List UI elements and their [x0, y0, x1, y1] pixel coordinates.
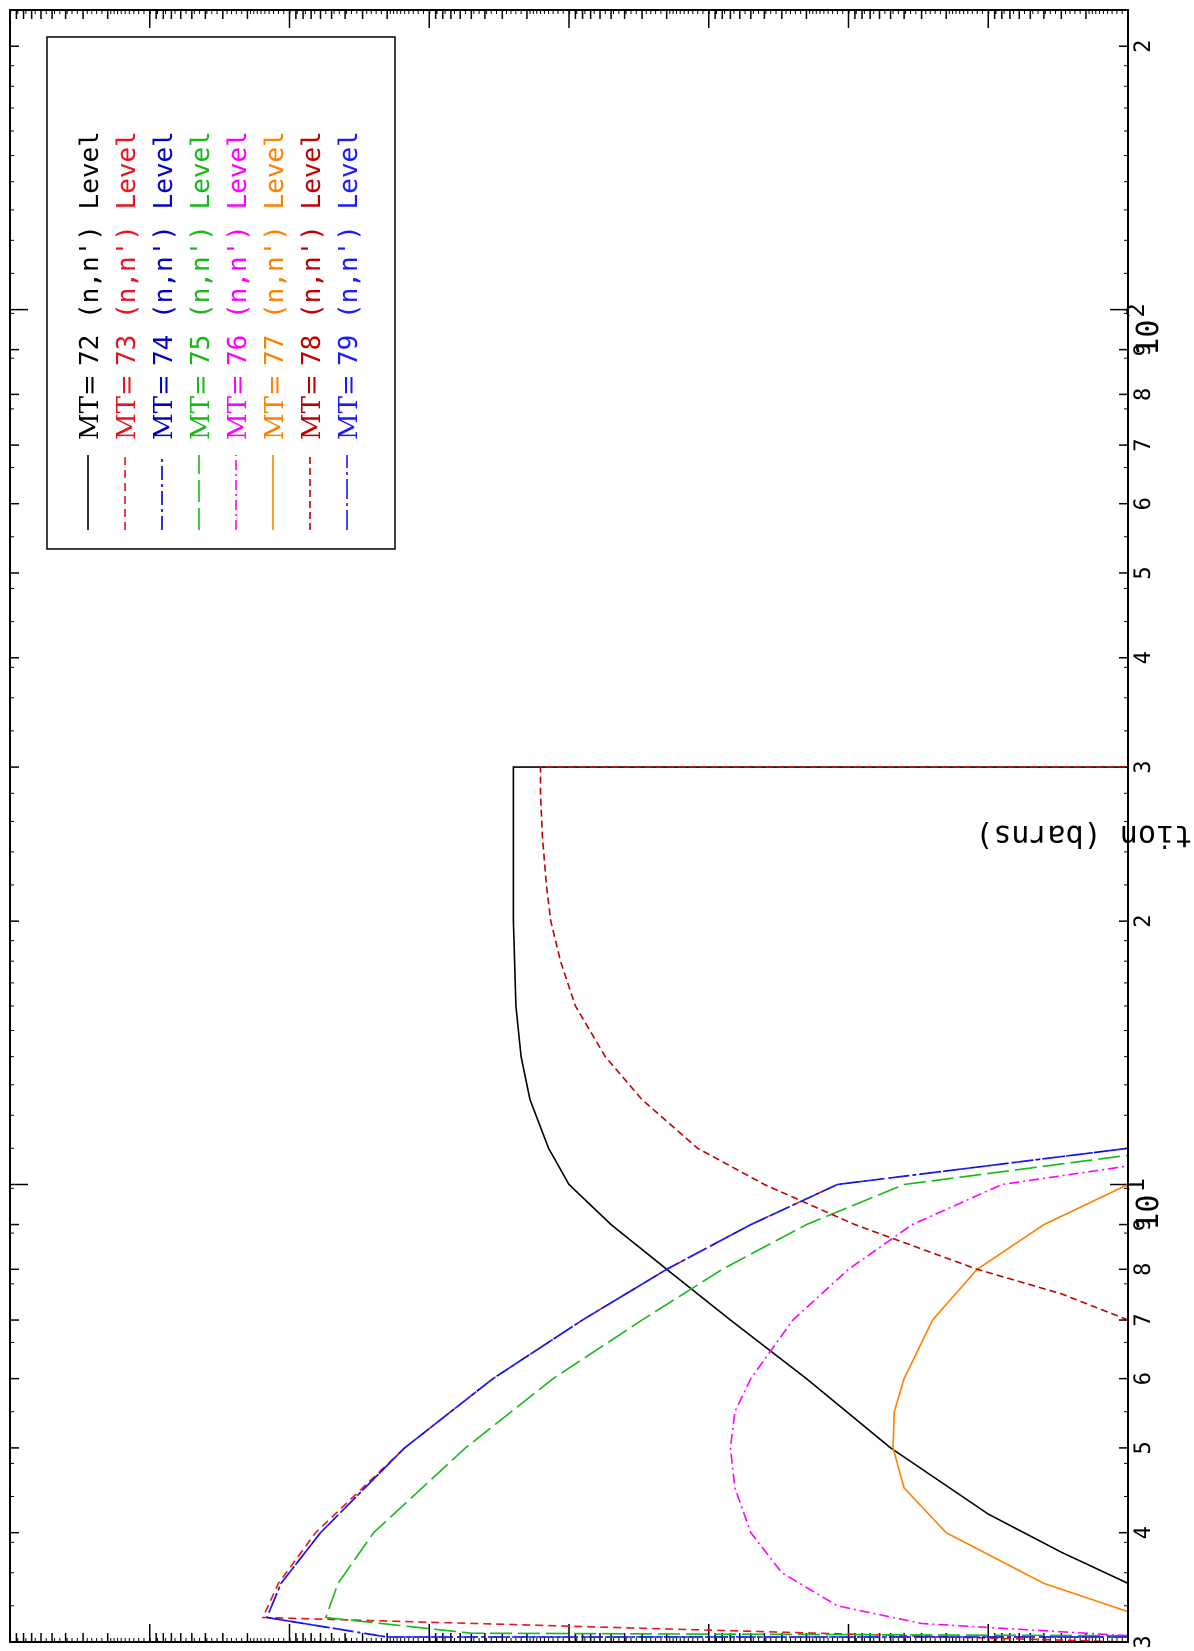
x-tick-label: 3 [1131, 760, 1156, 773]
x-tick-label: 9 [1131, 343, 1156, 356]
x-tick-label: 8 [1131, 1263, 1156, 1276]
plot-series [261, 766, 1129, 1643]
x-tick-label: 7 [1131, 438, 1156, 451]
legend-label: MT= 79 (n,n') Level [334, 131, 364, 440]
legend-label: MT= 74 (n,n') Level [149, 131, 179, 440]
legend-mt: MT= [112, 366, 142, 440]
legend-text: (n,n') Level [297, 131, 327, 319]
legend-num: 77 [260, 319, 290, 366]
legend-mt: MT= [297, 366, 327, 440]
legend-text: (n,n') Level [260, 131, 290, 319]
legend-num: 73 [112, 319, 142, 366]
legend-entry-mt-75: MT= 75 (n,n') Level [186, 131, 216, 440]
x-tick-label: 6 [1131, 497, 1156, 510]
legend-mt: MT= [260, 366, 290, 440]
legend-entry-mt-76: MT= 76 (n,n') Level [223, 131, 253, 440]
legend-box [46, 36, 396, 550]
x-tick-label: 5 [1131, 1441, 1156, 1454]
x-tick-label: 8 [1131, 388, 1156, 401]
x-tick-label: 3 [1131, 1635, 1156, 1648]
series-mt-79-line [265, 1147, 1129, 1638]
x-tick-label: 4 [1131, 1526, 1156, 1539]
legend-num: 74 [149, 319, 179, 366]
legend-text: (n,n') Level [112, 131, 142, 319]
series-mt-78-line [539, 766, 1129, 1321]
y-axis-label: Cross Section (barns) [975, 818, 1194, 853]
legend-text: (n,n') Level [334, 131, 364, 319]
plot-frame [9, 9, 1129, 1643]
x-tick-label: 5 [1131, 566, 1156, 579]
legend-num: 72 [75, 319, 105, 366]
legend-mt: MT= [149, 366, 179, 440]
legend-num: 79 [334, 319, 364, 366]
x-tick-label: 9 [1131, 1218, 1156, 1231]
series-mt-76-line [729, 1165, 1129, 1637]
x-tick-label: 6 [1131, 1372, 1156, 1385]
legend-label: MT= 73 (n,n') Level [112, 131, 142, 440]
x-major-base: 10 [1131, 320, 1166, 356]
x-tick-label: 2 [1131, 915, 1156, 928]
legend-label: MT= 78 (n,n') Level [297, 131, 327, 440]
x-tick-label: 2 [1131, 40, 1156, 53]
legend-text: (n,n') Level [149, 131, 179, 319]
legend-text: (n,n') Level [75, 131, 105, 319]
series-mt-73-line [261, 1183, 1129, 1643]
series-mt-75-line [324, 1154, 1129, 1637]
legend-entry-mt-79: MT= 79 (n,n') Level [334, 131, 364, 440]
legend-mt: MT= [186, 366, 216, 440]
x-major-base: 10 [1131, 1195, 1166, 1231]
legend-label: MT= 75 (n,n') Level [186, 131, 216, 440]
legend-mt: MT= [334, 366, 364, 440]
legend-label: MT= 76 (n,n') Level [223, 131, 253, 440]
legend-text: (n,n') Level [186, 131, 216, 319]
x-tick-label: 4 [1131, 651, 1156, 664]
legend-entry-mt-72: MT= 72 (n,n') Level [75, 131, 105, 440]
legend-entry-mt-77: MT= 77 (n,n') Level [260, 131, 290, 440]
legend-text: (n,n') Level [223, 131, 253, 319]
legend-entry-mt-78: MT= 78 (n,n') Level [297, 131, 327, 440]
legend-mt: MT= [75, 366, 105, 440]
series-mt-72-line [512, 766, 1129, 1585]
legend-num: 75 [186, 319, 216, 366]
x-tick-label: 7 [1131, 1313, 1156, 1326]
legend-mt: MT= [223, 366, 253, 440]
x-major-exp: 2 [1122, 303, 1150, 317]
legend-entry-mt-73: MT= 73 (n,n') Level [112, 131, 142, 440]
legend-entry-mt-74: MT= 74 (n,n') Level [149, 131, 179, 440]
legend-num: 78 [297, 319, 327, 366]
series-mt-77-line [892, 1183, 1129, 1613]
legend-num: 76 [223, 319, 253, 366]
legend-label: MT= 72 (n,n') Level [75, 131, 105, 440]
legend-label: MT= 77 (n,n') Level [260, 131, 290, 440]
